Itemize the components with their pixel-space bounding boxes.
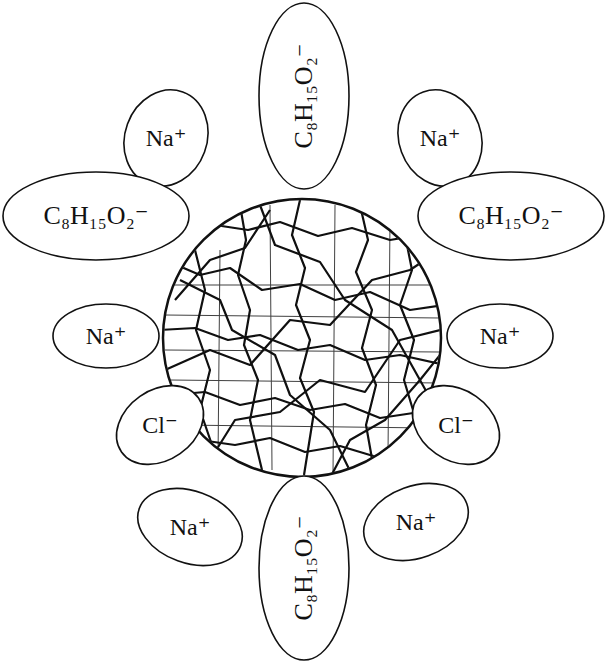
cation-ellipse: Na⁺ bbox=[361, 485, 471, 559]
ion-label: Na⁺ bbox=[170, 515, 211, 539]
anion-ellipse: C₈H₁₅O₂⁻ bbox=[258, 2, 350, 190]
ion-label: C₈H₁₅O₂⁻ bbox=[459, 203, 564, 229]
cation-ellipse: Na⁺ bbox=[124, 88, 208, 188]
ion-label: C₈H₁₅O₂⁻ bbox=[44, 203, 149, 229]
ion-label: C₈H₁₅O₂⁻ bbox=[291, 516, 317, 621]
cation-ellipse: Na⁺ bbox=[135, 490, 245, 564]
ion-label: Na⁺ bbox=[86, 324, 127, 348]
anion-ellipse: Cl⁻ bbox=[408, 389, 504, 461]
ion-label: Na⁺ bbox=[420, 126, 461, 150]
ion-label: Na⁺ bbox=[146, 126, 187, 150]
anion-ellipse: C₈H₁₅O₂⁻ bbox=[2, 171, 190, 261]
cation-ellipse: Na⁺ bbox=[446, 303, 554, 369]
anion-ellipse: C₈H₁₅O₂⁻ bbox=[258, 475, 350, 661]
anion-ellipse: Cl⁻ bbox=[112, 389, 208, 461]
cation-ellipse: Na⁺ bbox=[52, 303, 160, 369]
ion-label: Cl⁻ bbox=[142, 413, 177, 437]
cation-ellipse: Na⁺ bbox=[398, 88, 482, 188]
ion-label: C₈H₁₅O₂⁻ bbox=[291, 44, 317, 149]
ion-label: Cl⁻ bbox=[438, 413, 473, 437]
anion-ellipse: C₈H₁₅O₂⁻ bbox=[417, 171, 605, 261]
ion-label: Na⁺ bbox=[480, 324, 521, 348]
ion-label: Na⁺ bbox=[396, 510, 437, 534]
